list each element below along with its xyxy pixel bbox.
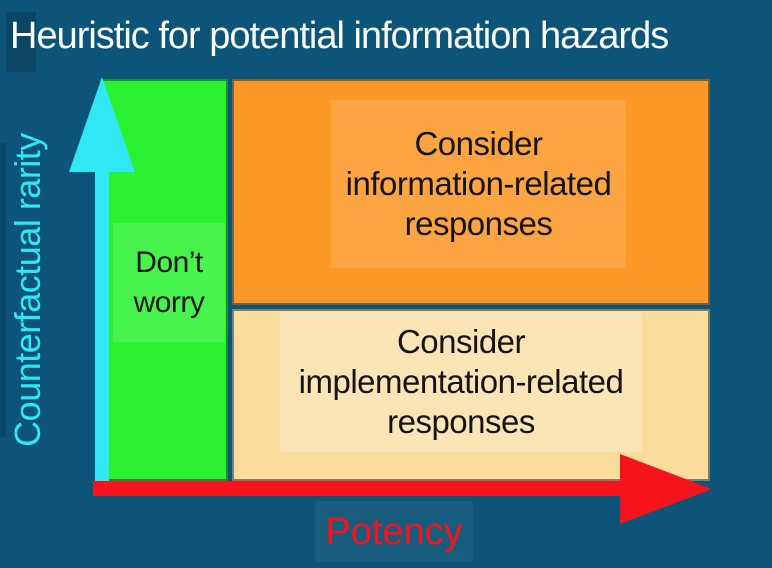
right-arrow-icon (620, 454, 712, 524)
region-dont-worry: Don’t worry (100, 79, 228, 481)
region-implementation-related: Consider implementation-related response… (232, 309, 710, 481)
region-dont-worry-label: Don’t worry (133, 245, 205, 319)
region-dont-worry-text-box: Don’t worry (113, 223, 225, 342)
region-information-related-text-box: Consider information-related responses (331, 100, 626, 268)
shadow-artifact-top-left (6, 12, 36, 72)
region-information-related: Consider information-related responses (232, 79, 710, 305)
region-implementation-related-text-box: Consider implementation-related response… (280, 312, 642, 452)
y-axis-arrow-shaft (95, 170, 109, 483)
diagram-title: Heuristic for potential information haza… (10, 15, 669, 57)
region-information-related-label: Consider information-related responses (345, 125, 612, 242)
shadow-artifact-left-edge (0, 143, 6, 437)
up-arrow-icon (69, 77, 135, 172)
x-axis-arrow-shaft (93, 481, 622, 496)
region-implementation-related-label: Consider implementation-related response… (298, 323, 624, 440)
y-axis-label: Counterfactual rarity (7, 133, 48, 447)
x-axis-label: Potency (325, 510, 463, 553)
x-axis-label-backdrop: Potency (315, 501, 473, 562)
